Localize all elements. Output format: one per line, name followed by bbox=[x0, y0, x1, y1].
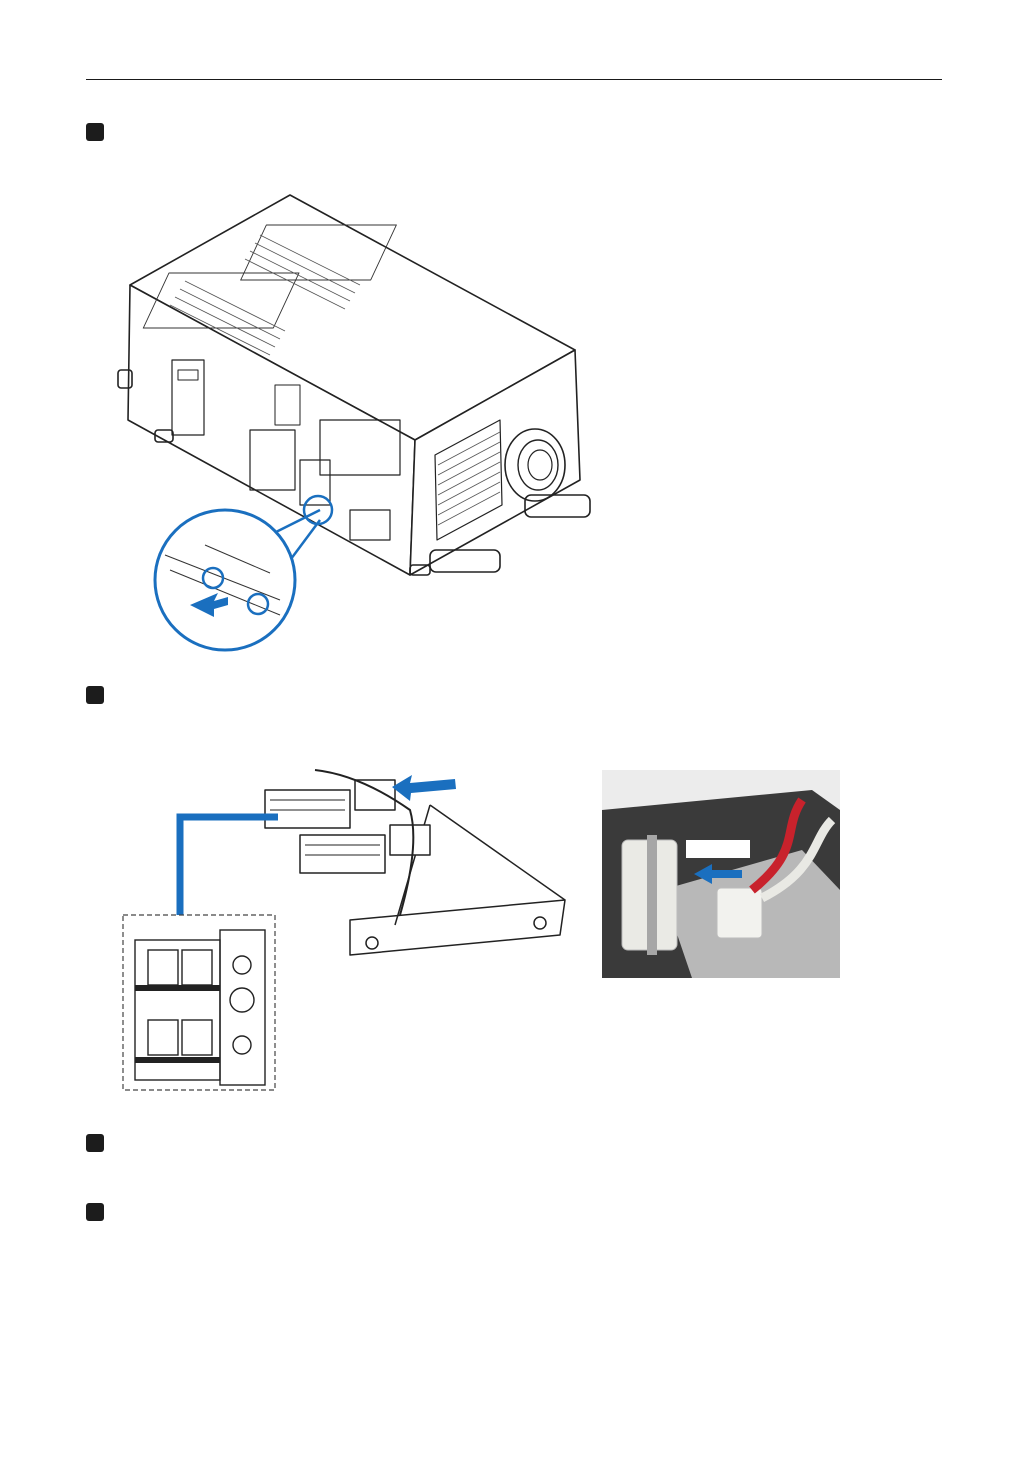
connector-diagram-figure bbox=[120, 765, 580, 1095]
step-2-marker bbox=[86, 686, 104, 704]
step-3-marker bbox=[86, 1134, 104, 1152]
header-rule bbox=[86, 79, 942, 80]
connector-photo-figure bbox=[602, 770, 840, 978]
connector-bracket-illustration-icon bbox=[120, 765, 580, 1095]
terminal-block-detail bbox=[123, 915, 275, 1090]
connector-photo-icon bbox=[602, 770, 840, 978]
zoom-callout-screws bbox=[155, 496, 332, 650]
projector-illustration-icon bbox=[110, 185, 600, 655]
step-1-marker bbox=[86, 123, 104, 141]
projector-figure bbox=[110, 185, 600, 655]
insert-direction-arrow-icon bbox=[392, 775, 456, 801]
step-4-marker bbox=[86, 1203, 104, 1221]
